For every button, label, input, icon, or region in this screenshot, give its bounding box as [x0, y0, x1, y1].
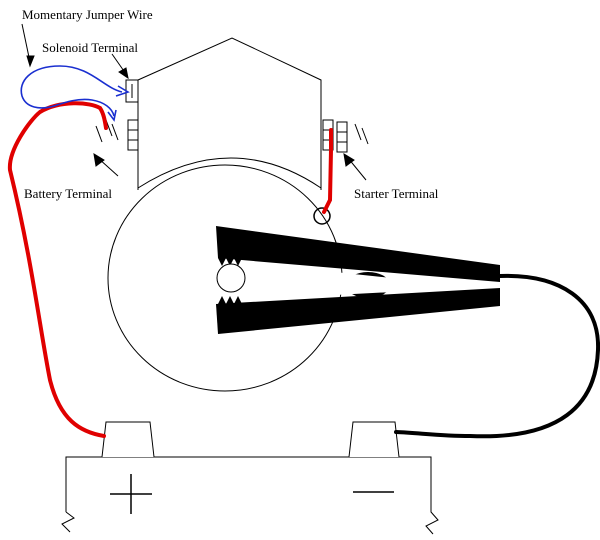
jumper-cable-clamp: [216, 226, 500, 334]
motor-top-arc: [137, 157, 322, 189]
starter-clip-ring: [313, 207, 331, 225]
jumper-wire-arrowhead: [115, 85, 130, 97]
ground-stud: [216, 263, 246, 293]
battery-terminal-post: [95, 119, 139, 151]
label-momentary-jumper-wire: Momentary Jumper Wire: [22, 7, 153, 22]
positive-cable: [7, 101, 108, 438]
negative-cable: [394, 273, 600, 439]
leader-arrows: [21, 23, 367, 181]
battery-body: [61, 456, 439, 535]
label-starter-terminal: Starter Terminal: [354, 186, 439, 201]
label-solenoid-terminal: Solenoid Terminal: [42, 40, 138, 55]
battery-positive-post: [101, 421, 155, 458]
battery-negative-post: [348, 421, 400, 458]
label-battery-terminal: Battery Terminal: [24, 186, 113, 201]
starter-cable-stub: [322, 128, 333, 214]
positive-symbol: [110, 474, 152, 514]
momentary-jumper-wire: [20, 65, 123, 117]
